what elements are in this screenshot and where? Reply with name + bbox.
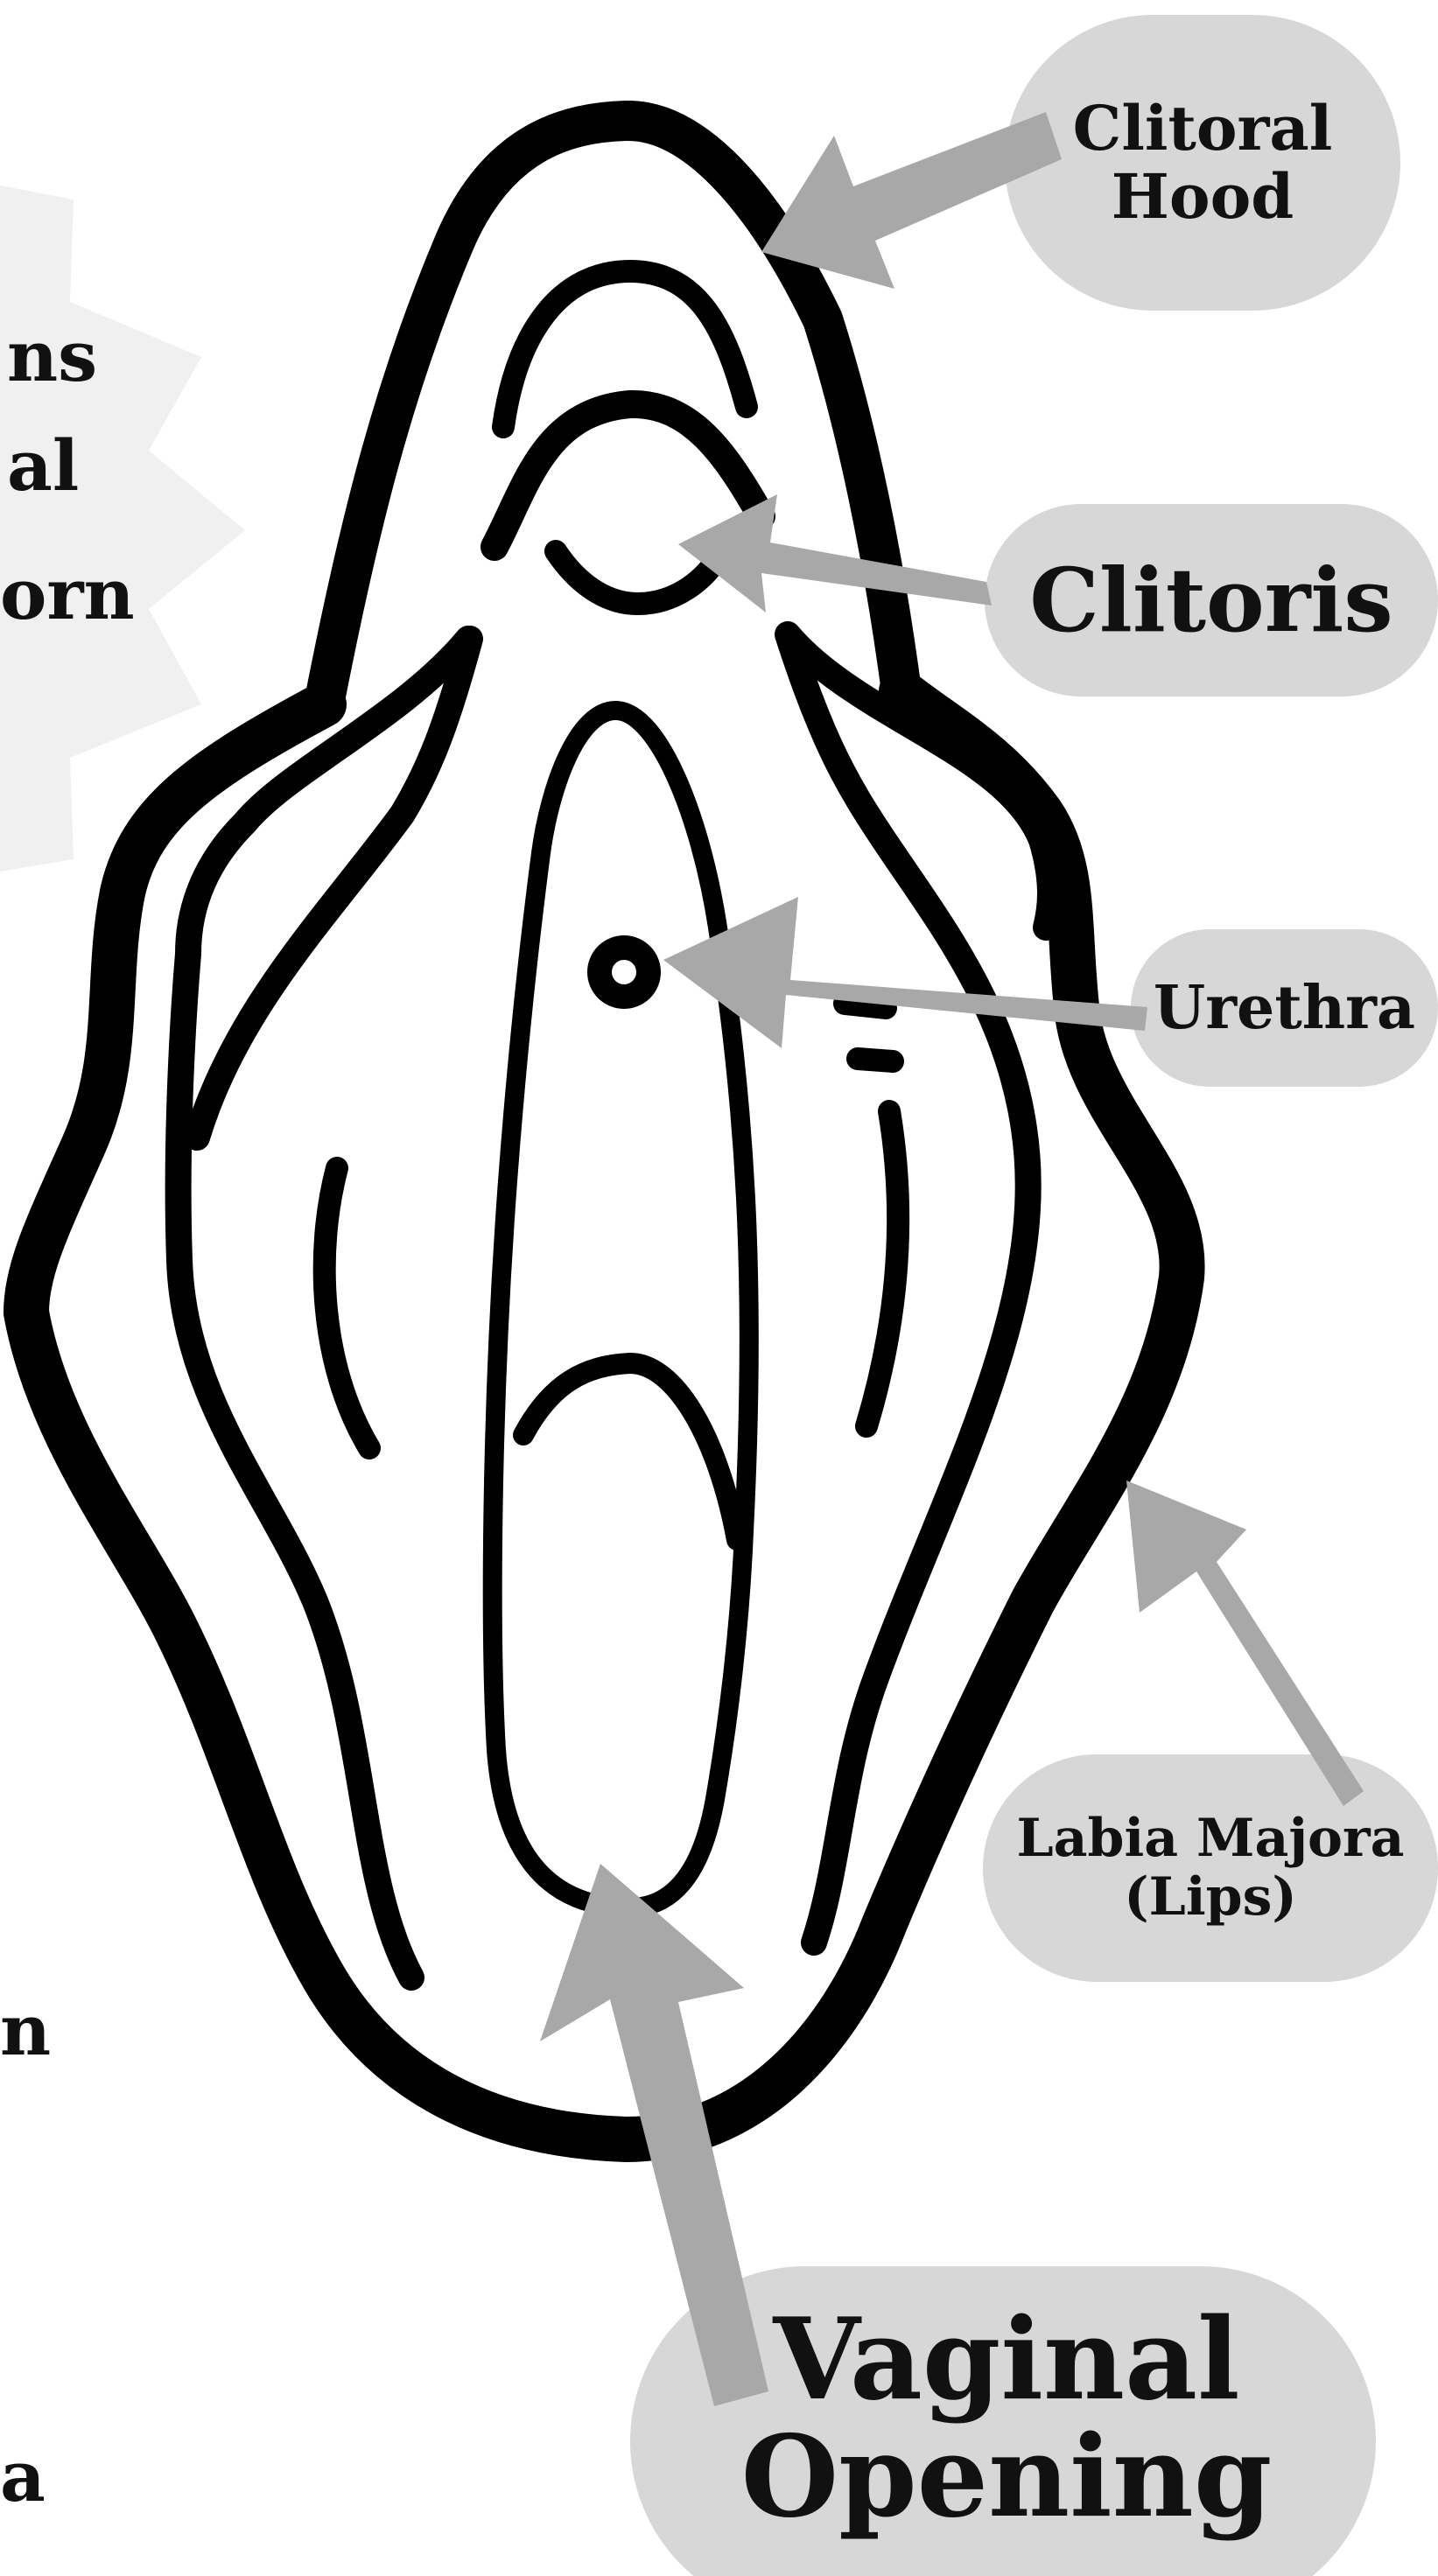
label-clitoral-hood-line-2: Hood [1112, 163, 1294, 231]
arrow-urethra [663, 897, 1147, 1048]
label-clitoris: Clitoris [985, 504, 1438, 696]
label-vaginal-opening-line-2: Opening [741, 2418, 1273, 2536]
label-clitoris-line-1: Clitoris [1029, 551, 1392, 649]
label-clitoral-hood-line-1: Clitoral [1073, 94, 1333, 163]
label-labia-majora: Labia Majora (Lips) [983, 1754, 1438, 1982]
label-urethra-line-1: Urethra [1154, 975, 1415, 1041]
label-labia-majora-line-1: Labia Majora [1016, 1810, 1404, 1868]
label-labia-majora-line-2: (Lips) [1124, 1868, 1297, 1927]
label-vaginal-opening-line-1: Vaginal [773, 2301, 1239, 2418]
arrow-clitoris [678, 494, 992, 612]
label-vaginal-opening: Vaginal Opening [700, 2275, 1313, 2576]
label-urethra: Urethra [1131, 929, 1438, 1087]
label-clitoral-hood: Clitoral Hood [1005, 15, 1400, 311]
